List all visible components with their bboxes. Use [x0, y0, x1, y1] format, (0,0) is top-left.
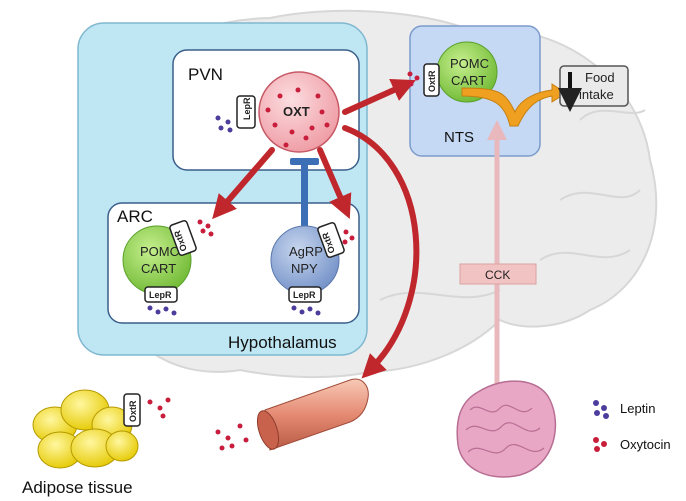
cck-label: CCK: [485, 268, 510, 282]
pvn-label: PVN: [188, 65, 223, 84]
pomc-nts-line1: POMC: [450, 56, 489, 71]
oxtr-nts-label: OxtR: [427, 70, 437, 92]
leptin-dots-pvn: [215, 115, 233, 133]
arc-label: ARC: [117, 207, 153, 226]
blood-vessel: [256, 378, 369, 451]
intestine-folds: [465, 404, 545, 454]
oxt-projection-arrows: [212, 78, 420, 379]
lepr-arc-agrp-label: LepR: [293, 290, 316, 300]
legend-leptin-label: Leptin: [620, 401, 655, 416]
leptin-dots-arc-pomc: [147, 305, 177, 316]
legend-oxytocin-label: Oxytocin: [620, 437, 671, 452]
oxytocin-dots-arc-agrp: [342, 229, 355, 245]
oxtr-adipose-label: OxtR: [128, 400, 138, 422]
inhibition-connector: [290, 158, 319, 240]
legend-oxytocin-dots: [593, 437, 607, 452]
oxtr-adipose: [123, 393, 141, 427]
nts-label: NTS: [444, 129, 474, 146]
lepr-arc-agrp: [288, 286, 322, 303]
lepr-pvn-label: LepR: [242, 97, 252, 120]
agrp-line1: AgRP: [289, 244, 323, 259]
oxt-neuron: OXT: [258, 71, 340, 153]
oxytocin-dots-arc-pomc: [197, 219, 214, 237]
adipose-tissue: [32, 389, 139, 469]
pomc-nts-line2: CART: [451, 73, 486, 88]
oxt-label: OXT: [283, 104, 310, 119]
oxtr-arc-agrp: [317, 221, 345, 259]
food-intake-line2: intake: [579, 87, 614, 102]
oxt-neuron-dots: [265, 87, 330, 148]
leptin-dots-arc-agrp: [291, 305, 321, 316]
oxytocin-dots-nts: [407, 71, 420, 87]
cck-box: [459, 263, 537, 285]
food-intake-arrow: [461, 83, 567, 127]
oxtr-arc-pomc: [169, 219, 197, 257]
adipose-label: Adipose tissue: [22, 478, 133, 497]
pomc-nts-neuron: POMC CART: [436, 41, 498, 103]
pomc-arc-line2: CART: [141, 261, 176, 276]
food-intake-line1: Food: [585, 70, 615, 85]
lepr-arc-pomc: [144, 286, 178, 303]
legend-leptin-dots: [593, 400, 609, 419]
oxytocin-dots-vessel: [215, 423, 249, 451]
oxtr-nts: [423, 63, 440, 97]
oxytocin-dots-adipose: [147, 397, 171, 419]
lepr-pvn: [236, 95, 256, 129]
agrp-line2: NPY: [291, 261, 318, 276]
hypothalamus-label: Hypothalamus: [228, 333, 337, 352]
pomc-arc-neuron: POMC CART: [122, 225, 192, 295]
pomc-arc-line1: POMC: [140, 244, 179, 259]
intestine: [456, 380, 557, 478]
lepr-arc-pomc-label: LepR: [149, 290, 172, 300]
